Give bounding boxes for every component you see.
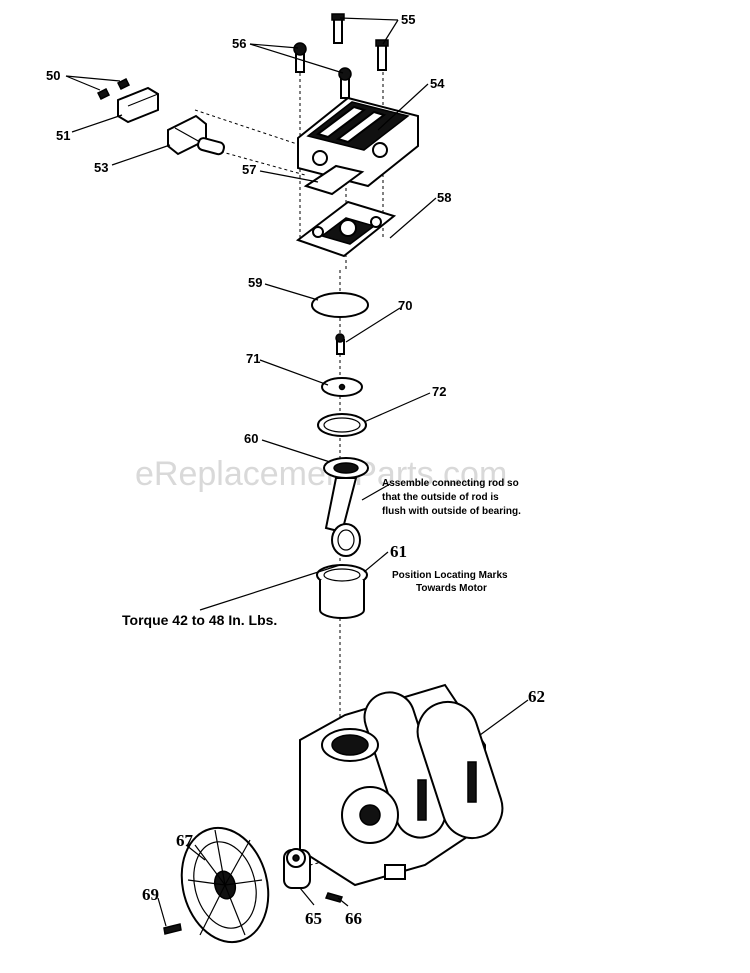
note-connecting-rod: Assemble connecting rod so that the outs…	[382, 478, 521, 517]
callout-53: 53	[94, 160, 108, 175]
part-60-connecting-rod	[323, 457, 369, 557]
part-62-motor	[299, 683, 504, 887]
part-69-screw	[163, 923, 182, 935]
part-67-fan	[180, 826, 270, 944]
note-torque: Torque 42 to 48 In. Lbs.	[122, 612, 277, 628]
callout-50: 50	[46, 68, 60, 83]
part-58-valve-plate	[295, 200, 397, 258]
callout-58: 58	[437, 190, 451, 205]
callout-55: 55	[401, 12, 415, 27]
callout-56: 56	[232, 36, 246, 51]
watermark: eReplacementParts.com	[135, 455, 507, 493]
part-50-screws	[96, 77, 131, 101]
callout-51: 51	[56, 128, 70, 143]
callout-60: 60	[244, 431, 258, 446]
note-position-marks-line1: Position Locating Marks	[392, 570, 508, 581]
part-56-bolts	[293, 42, 352, 99]
callout-70: 70	[398, 298, 412, 313]
callout-72: 72	[432, 384, 446, 399]
part-65-eccentric	[283, 848, 311, 889]
callout-66: 66	[345, 909, 362, 928]
leader-lines	[65, 17, 529, 927]
part-53-unloader	[167, 114, 225, 156]
note-position-marks: Position Locating Marks Towards Motor	[392, 570, 508, 594]
callout-59: 59	[248, 275, 262, 290]
note-connecting-rod-line2: that the outside of rod is	[382, 492, 499, 503]
part-72-ring	[317, 413, 367, 437]
callout-65: 65	[305, 909, 322, 928]
part-51-bracket	[117, 86, 159, 124]
part-55-bolts	[331, 13, 389, 71]
callout-67: 67	[176, 831, 194, 850]
part-66-screw	[324, 892, 344, 903]
callout-54: 54	[430, 76, 445, 91]
part-59-o-ring	[311, 292, 369, 318]
part-70-screw	[335, 333, 345, 355]
callout-62: 62	[528, 687, 545, 706]
note-position-marks-line2: Towards Motor	[416, 583, 487, 594]
part-61-bearing	[316, 564, 368, 619]
callout-labels: 50 51 53 55 56 54 57 58 59 70 71 72 60 6…	[46, 12, 545, 928]
note-connecting-rod-line3: flush with outside of bearing.	[382, 506, 521, 517]
callout-57: 57	[242, 162, 256, 177]
callout-71: 71	[246, 351, 260, 366]
callout-69: 69	[142, 885, 159, 904]
part-57-gasket	[303, 164, 365, 196]
note-connecting-rod-line1: Assemble connecting rod so	[382, 478, 519, 489]
callout-61: 61	[390, 542, 407, 561]
